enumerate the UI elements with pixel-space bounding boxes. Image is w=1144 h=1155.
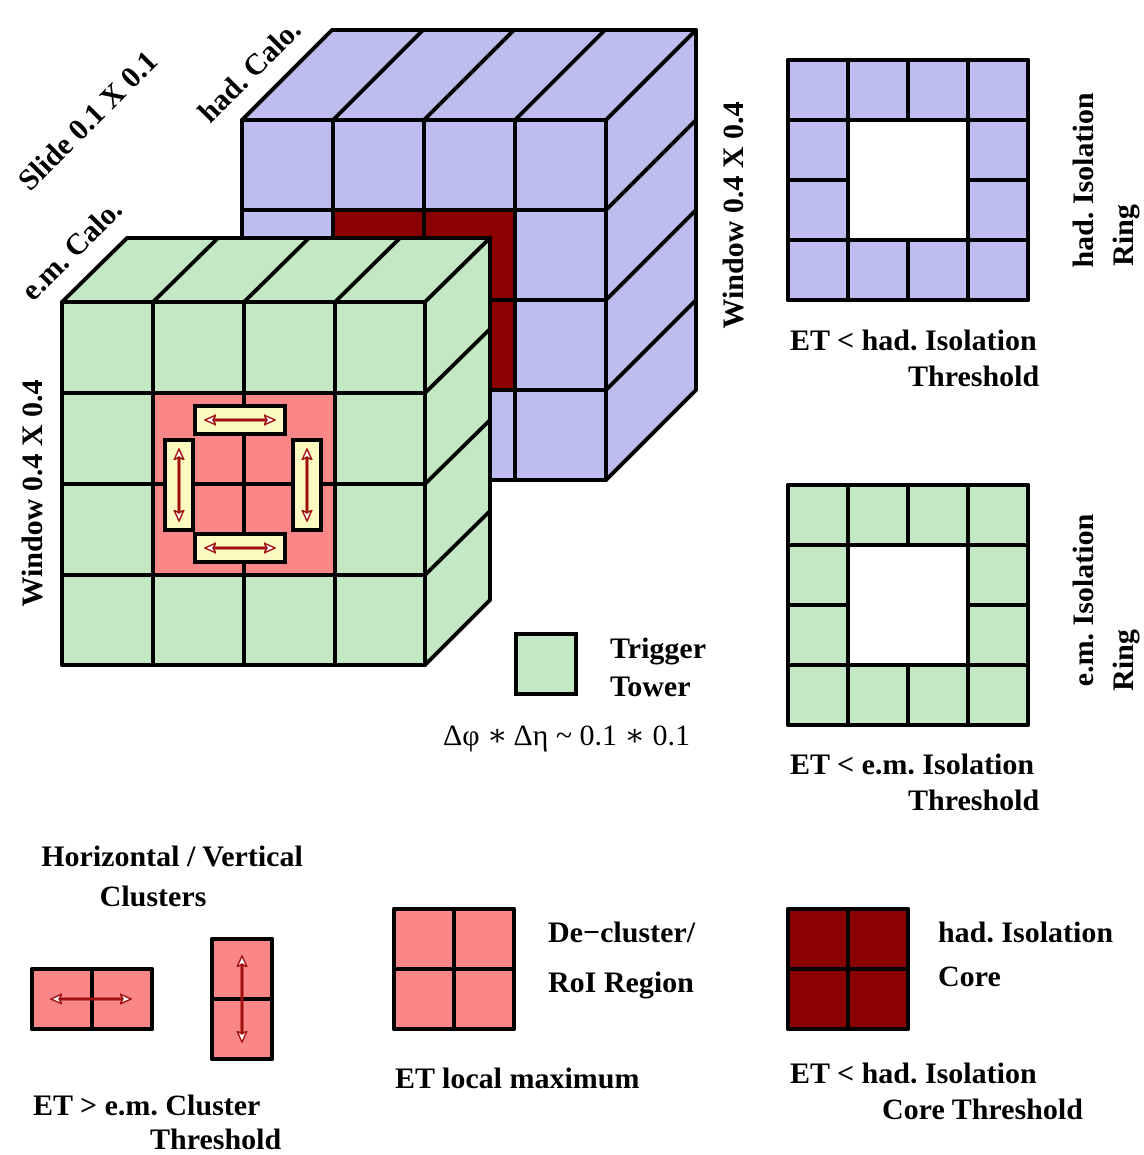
decluster-label-1: De−cluster/ <box>548 916 696 949</box>
trigger-tower-label-1: Trigger <box>610 632 706 665</box>
em-ring-condition-1: ET < e.m. Isolation <box>790 748 1034 781</box>
decluster-condition: ET local maximum <box>395 1062 639 1095</box>
decluster-label-2: RoI Region <box>548 966 694 999</box>
trigger-tower-formula: Δφ ∗ Δη ~ 0.1 ∗ 0.1 <box>443 719 690 752</box>
core-condition-2: Core Threshold <box>882 1093 1083 1126</box>
em-ring-side-label-2: Ring <box>1107 629 1140 691</box>
had-ring-condition-1: ET < had. Isolation <box>790 324 1037 357</box>
had-ring-side-label-1: had. Isolation <box>1067 92 1100 267</box>
had-ring-side-label-2: Ring <box>1107 204 1140 266</box>
em-ring-side-label-1: e.m. Isolation <box>1067 513 1100 686</box>
trigger-tower-swatch <box>514 632 578 696</box>
em-calo-block <box>60 236 492 667</box>
cluster-arrows <box>163 404 323 564</box>
em-window-label: Window 0.4 X 0.4 <box>16 380 49 607</box>
core-condition-1: ET < had. Isolation <box>790 1057 1037 1090</box>
clusters-condition-2: Threshold <box>150 1123 281 1155</box>
horizontal-cluster <box>30 967 154 1031</box>
vertical-cluster <box>210 937 274 1061</box>
had-isolation-ring <box>786 58 1030 302</box>
trigger-tower-label-2: Tower <box>610 670 691 703</box>
core-label-2: Core <box>938 960 1001 993</box>
slide-label: Slide 0.1 X 0.1 <box>12 45 164 197</box>
em-isolation-ring <box>786 483 1030 727</box>
clusters-title-2: Clusters <box>100 880 207 913</box>
clusters-title-1: Horizontal / Vertical <box>41 840 303 873</box>
clusters-condition-1: ET > e.m. Cluster <box>33 1089 260 1122</box>
em-ring-condition-2: Threshold <box>908 784 1039 817</box>
had-core-legend <box>786 907 910 1031</box>
had-ring-condition-2: Threshold <box>908 360 1039 393</box>
had-window-label: Window 0.4 X 0.4 <box>717 102 750 329</box>
core-label-1: had. Isolation <box>938 916 1113 949</box>
roi-region-legend <box>392 907 516 1031</box>
